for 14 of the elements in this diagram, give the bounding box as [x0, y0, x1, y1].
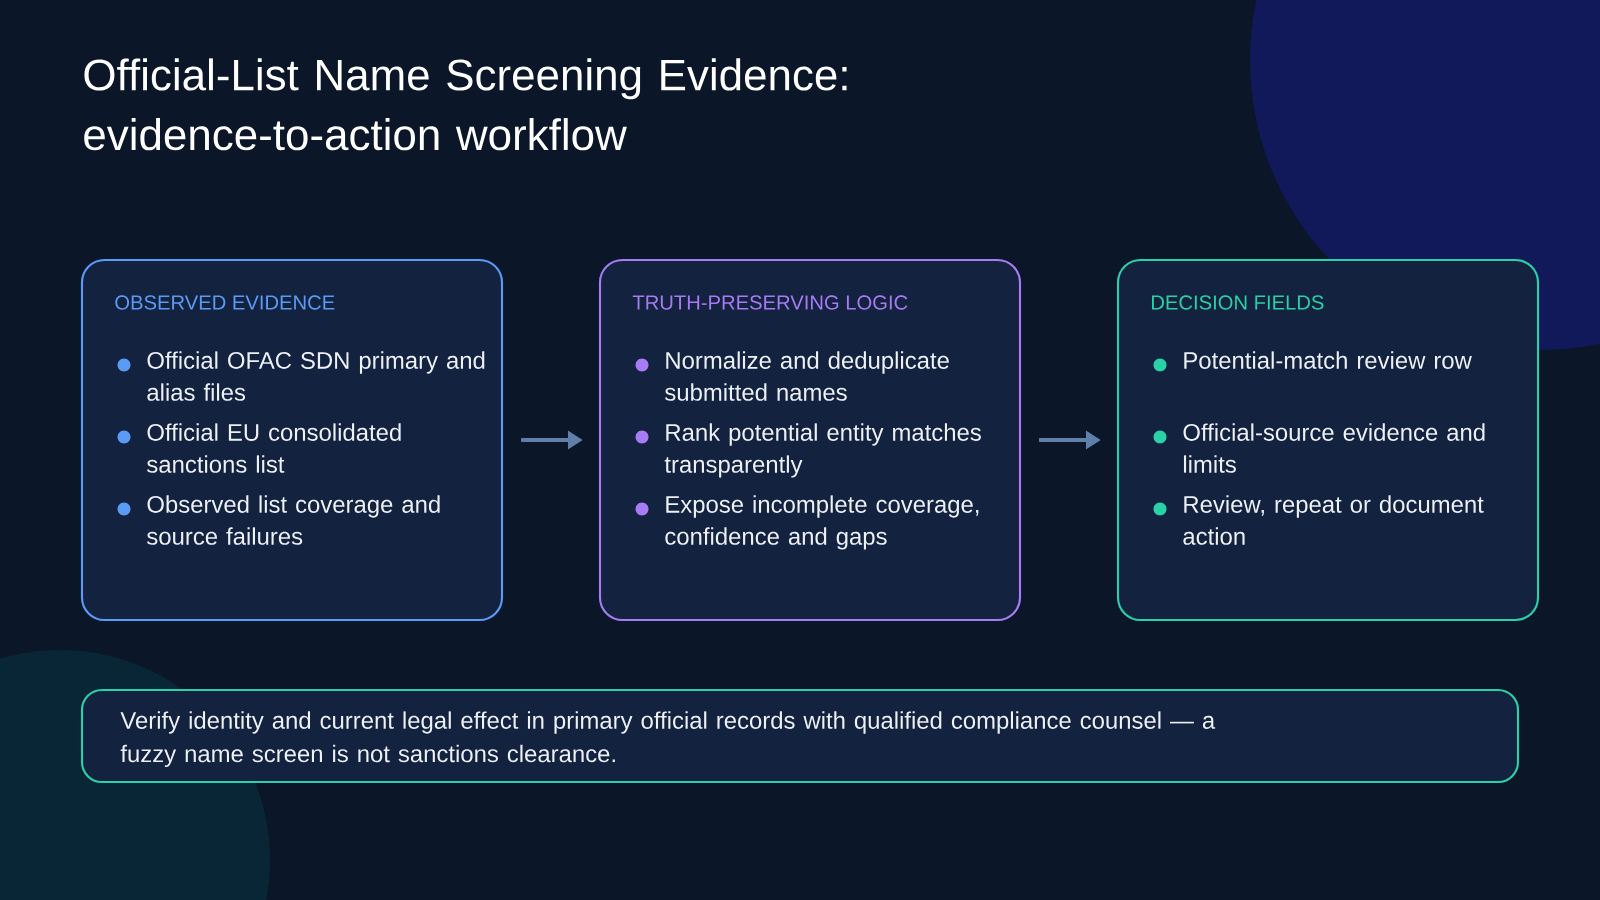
title: Official-List Name Screening Evidence: evidence-to-action workflow	[84, 58, 847, 151]
bullet-item: Review, repeat or document action	[1153, 495, 1484, 545]
bullet-item: Observed list coverage and source failures	[117, 495, 440, 545]
bullet-item: Official OFAC SDN primary and alias files	[117, 351, 485, 401]
note-text: Verify identity and current legal effect in primary official records with qualified compliance counsel — a fuzzy name screen is not sanctions clearance.	[120, 711, 1216, 767]
bullet-item: Official EU consolidated sanctions list	[117, 423, 401, 473]
card-heading: DECISION FIELDS	[1152, 295, 1324, 310]
card-heading: TRUTH-PRESERVING LOGIC	[632, 295, 908, 310]
bullet-item: Official-source evidence and limits	[1153, 423, 1485, 473]
bullet-item: Expose incomplete coverage, confidence and gaps	[635, 495, 979, 550]
card-heading: OBSERVED EVIDENCE	[115, 295, 335, 310]
bullet-item: Normalize and deduplicate submitted names	[635, 351, 949, 401]
bullet-item: Rank potential entity matches transparently	[635, 423, 981, 478]
bullet-item: Potential-match review row	[1153, 351, 1472, 372]
